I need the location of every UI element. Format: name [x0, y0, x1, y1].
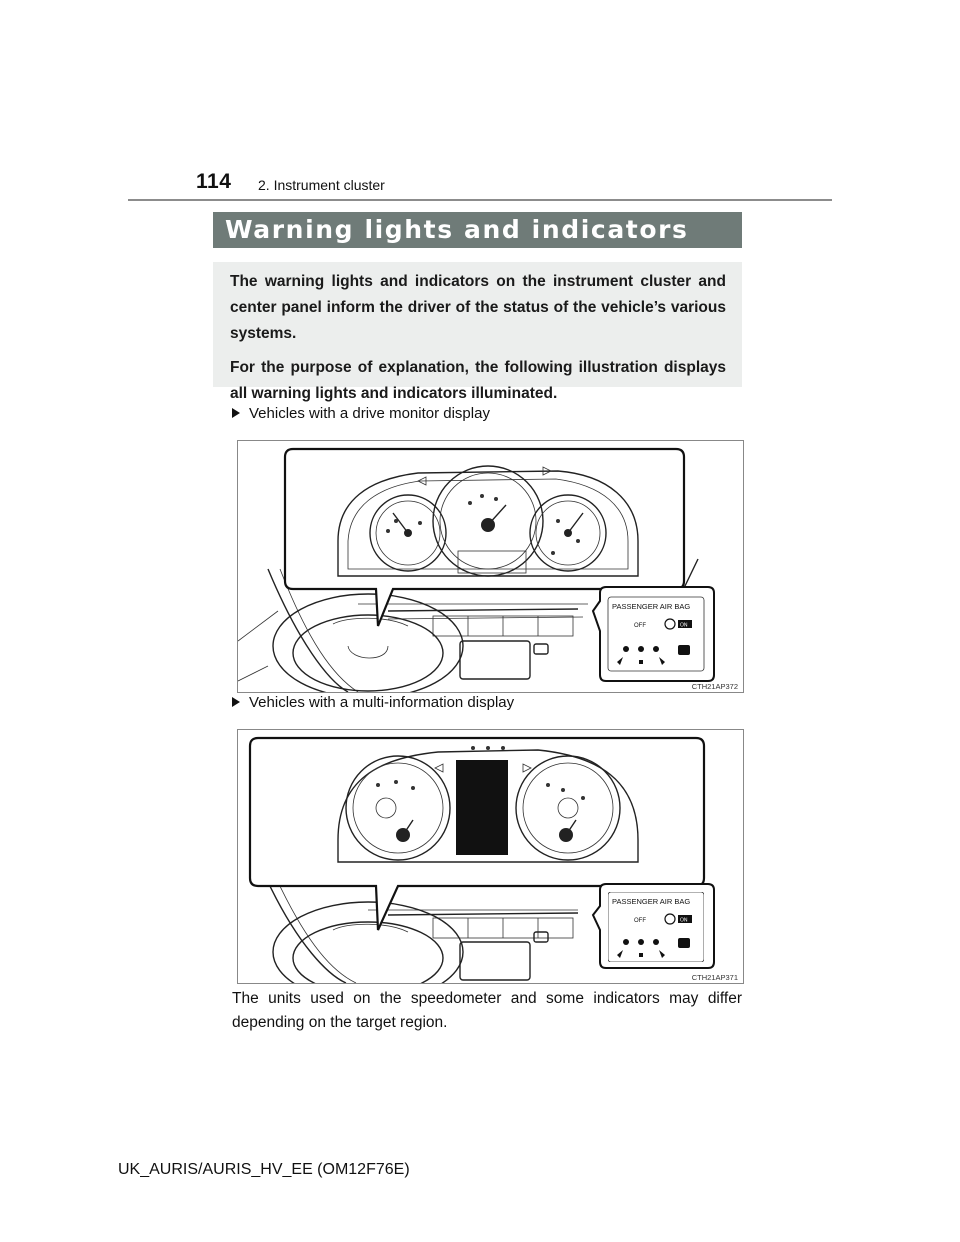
- cluster-illustration-drive-monitor: PASSENGER AIR BAG OFF ON CTH21AP372: [237, 440, 744, 693]
- bullet-triangle-icon: [232, 408, 240, 418]
- airbag-off-label: OFF: [634, 918, 646, 924]
- figure-code: CTH21AP371: [689, 973, 740, 982]
- figure-caption: Vehicles with a multi-information displa…: [232, 694, 514, 711]
- intro-paragraph: For the purpose of explanation, the foll…: [230, 359, 726, 402]
- bullet-triangle-icon: [232, 697, 240, 707]
- page-number: 114: [196, 170, 232, 193]
- airbag-panel-title: PASSENGER AIR BAG: [612, 897, 690, 906]
- note-paragraph: The units used on the speedometer and so…: [232, 990, 742, 1031]
- airbag-on-label: ON: [680, 623, 688, 629]
- page-title: Warning lights and indicators: [225, 215, 689, 244]
- figure-caption-text: Vehicles with a drive monitor display: [249, 405, 490, 422]
- intro-paragraph: The warning lights and indicators on the…: [230, 273, 726, 342]
- airbag-panel-title: PASSENGER AIR BAG: [612, 602, 690, 611]
- cluster-drawing: [238, 447, 715, 692]
- figure-code: CTH21AP372: [689, 682, 740, 691]
- passenger-airbag-panel: PASSENGER AIR BAG OFF ON: [608, 892, 704, 962]
- airbag-on-label: ON: [680, 918, 688, 924]
- airbag-off-label: OFF: [634, 623, 646, 629]
- figure-caption: Vehicles with a drive monitor display: [232, 405, 490, 422]
- title-banner: Warning lights and indicators: [213, 212, 742, 248]
- section-title: 2. Instrument cluster: [258, 177, 385, 193]
- passenger-airbag-panel: PASSENGER AIR BAG OFF ON: [612, 602, 692, 665]
- figure-caption-text: Vehicles with a multi-information displa…: [249, 694, 515, 711]
- header-divider: [128, 199, 832, 201]
- footer-document-code: UK_AURIS/AURIS_HV_EE (OM12F76E): [118, 1161, 410, 1178]
- cluster-illustration-multi-information: PASSENGER AIR BAG OFF ON CTH21AP371: [237, 729, 744, 984]
- intro-box: The warning lights and indicators on the…: [213, 262, 742, 402]
